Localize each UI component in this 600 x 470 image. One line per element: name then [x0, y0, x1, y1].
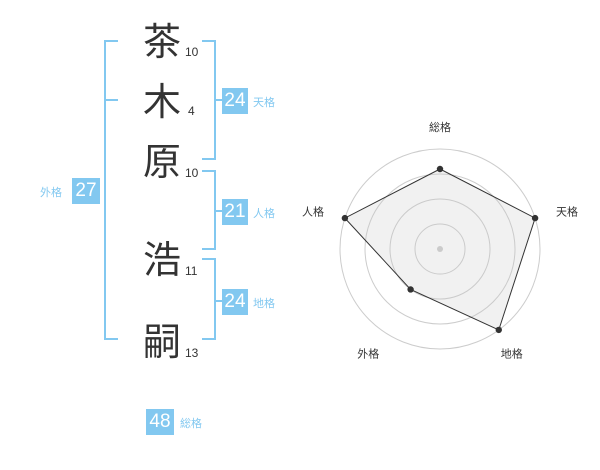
radar-points [341, 165, 539, 334]
radar-area [344, 168, 536, 331]
name-char-4: 浩 [142, 238, 181, 282]
name-char-5: 嗣 [142, 320, 181, 364]
jinkaku-label: 人格 [253, 207, 275, 220]
jinkaku-tick [216, 210, 222, 212]
radar-ring-1 [414, 223, 466, 275]
tenkaku-tick [216, 99, 222, 101]
radar-rings [339, 148, 541, 350]
stroke-count-2: 4 [188, 104, 195, 118]
radar-point-3 [407, 286, 414, 293]
chikaku-score: 24 [222, 289, 248, 315]
radar-axis-label-4: 人格 [302, 204, 324, 218]
tenkaku-score: 24 [222, 88, 248, 114]
chikaku-label: 地格 [253, 297, 275, 310]
chikaku-tick [216, 300, 222, 302]
stroke-count-1: 10 [185, 45, 199, 59]
tenkaku-label: 天格 [253, 96, 275, 109]
radar-ring-2 [389, 198, 491, 300]
radar-point-2 [495, 326, 502, 334]
stroke-count-5: 13 [185, 346, 199, 360]
gaikaku-label: 外格 [40, 186, 62, 199]
jinkaku-score: 21 [222, 199, 248, 225]
radar-point-1 [531, 214, 539, 222]
radar-axis-label-1: 天格 [556, 204, 578, 218]
radar-point-4 [341, 214, 349, 222]
radar-axis-label-0: 総格 [429, 120, 451, 134]
gaikaku-bracket [104, 40, 118, 340]
name-char-2: 木 [142, 80, 181, 124]
name-char-1: 茶 [142, 20, 181, 64]
soukaku-score: 48 [146, 409, 174, 435]
stroke-count-3: 10 [185, 166, 199, 180]
radar-series-polygon [344, 168, 536, 331]
radar-ring-3 [364, 173, 516, 325]
jinkaku-bracket [202, 170, 216, 250]
radar-center [437, 246, 443, 252]
radar-axis-label-2: 地格 [501, 347, 523, 361]
soukaku-label: 総格 [180, 417, 202, 430]
name-char-3: 原 [142, 140, 181, 184]
stroke-count-4: 11 [185, 264, 198, 278]
gaikaku-score: 27 [72, 178, 100, 204]
tenkaku-bracket [202, 40, 216, 160]
radar-point-0 [436, 165, 444, 173]
gaikaku-divider [104, 99, 118, 101]
radar-axis-label-3: 外格 [357, 347, 379, 361]
chikaku-bracket [202, 258, 216, 340]
